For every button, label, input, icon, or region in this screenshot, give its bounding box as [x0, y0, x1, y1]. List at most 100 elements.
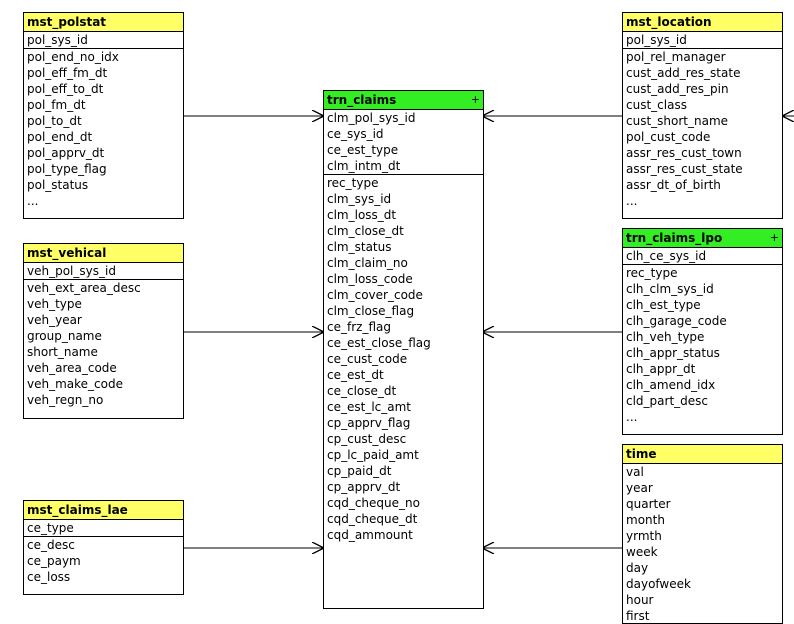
attribute: cqd_ammount [327, 528, 413, 542]
entity-trn-claims-lpo[interactable]: trn_claims_lpo + clh_ce_sys_id rec_type clh_… [622, 228, 783, 435]
entity-header[interactable]: mst_polstat [24, 13, 183, 32]
key-attribute: ce_type [27, 521, 74, 535]
attribute: veh_year [27, 313, 82, 327]
attribute: val [626, 465, 644, 479]
attribute: first [626, 609, 650, 623]
attribute: clh_veh_type [626, 330, 705, 344]
key-attribute: clh_ce_sys_id [626, 249, 707, 263]
expand-plus-icon[interactable]: + [470, 93, 480, 106]
entity-title: mst_vehical [27, 246, 107, 260]
entity-title: mst_location [626, 15, 712, 29]
attribute: pol_end_dt [27, 130, 93, 144]
attribute: ce_desc [27, 538, 75, 552]
attribute: ... [27, 194, 39, 208]
key-attribute: ce_est_type [327, 143, 399, 157]
attribute: pol_apprv_dt [27, 146, 105, 160]
attribute: cqd_cheque_dt [327, 512, 418, 526]
entity-header[interactable]: time [623, 445, 782, 464]
key-attribute: ce_sys_id [327, 127, 384, 141]
attribute: cp_cust_desc [327, 432, 407, 446]
attribute: clm_close_dt [327, 224, 404, 238]
attribute: clh_appr_dt [626, 362, 696, 376]
key-attribute: pol_sys_id [27, 33, 88, 47]
attribute: pol_fm_dt [27, 98, 86, 112]
expand-plus-icon[interactable]: + [769, 231, 779, 244]
attribute: clh_clm_sys_id [626, 282, 714, 296]
key-section: clh_ce_sys_id [623, 248, 782, 265]
attribute: cp_paid_dt [327, 464, 392, 478]
attribute: week [626, 545, 658, 559]
entity-header[interactable]: trn_claims_lpo + [623, 229, 782, 248]
attribute: day [626, 561, 649, 575]
attribute: cp_apprv_dt [327, 480, 401, 494]
attribute: pol_type_flag [27, 162, 107, 176]
attribute: ce_frz_flag [327, 320, 391, 334]
attribute: veh_type [27, 297, 82, 311]
attribute: veh_make_code [27, 377, 123, 391]
attribute: cp_apprv_flag [327, 416, 411, 430]
attribute: clm_close_flag [327, 304, 415, 318]
attribute: pol_cust_code [626, 130, 711, 144]
key-attribute: pol_sys_id [626, 33, 687, 47]
attribute: short_name [27, 345, 98, 359]
attribute: year [626, 481, 653, 495]
attribute: clh_amend_idx [626, 378, 716, 392]
attribute: veh_area_code [27, 361, 117, 375]
attribute: cp_lc_paid_amt [327, 448, 419, 462]
attribute: cust_add_res_state [626, 66, 741, 80]
key-attribute: clm_pol_sys_id [327, 111, 416, 125]
entity-title: trn_claims_lpo [626, 231, 723, 245]
attribute: clm_cover_code [327, 288, 423, 302]
attribute-section: rec_type clh_clm_sys_id clh_est_type clh_ga… [623, 265, 782, 425]
entity-title: trn_claims [327, 93, 397, 107]
attribute: ce_cust_code [327, 352, 408, 366]
attribute: ce_est_close_flag [327, 336, 431, 350]
entity-header[interactable]: trn_claims + [324, 91, 483, 110]
attribute: clh_appr_status [626, 346, 720, 360]
entity-header[interactable]: mst_location [623, 13, 782, 32]
entity-header[interactable]: mst_vehical [24, 244, 183, 263]
attribute: assr_res_cust_town [626, 146, 742, 160]
attribute: pol_eff_to_dt [27, 82, 104, 96]
attribute: ce_est_dt [327, 368, 384, 382]
attribute: ... [626, 194, 638, 208]
attribute: cust_class [626, 98, 687, 112]
attribute: cld_part_desc [626, 394, 709, 408]
attribute: pol_end_no_idx [27, 50, 119, 64]
attribute: cust_short_name [626, 114, 729, 128]
attribute: ce_paym [27, 554, 81, 568]
key-section: pol_sys_id [623, 32, 782, 49]
entity-title: mst_polstat [27, 15, 107, 29]
attribute: rec_type [327, 176, 379, 190]
attribute: veh_regn_no [27, 393, 104, 407]
entity-title: time [626, 447, 657, 461]
attribute: pol_rel_manager [626, 50, 726, 64]
key-attribute: veh_pol_sys_id [27, 264, 116, 278]
attribute: assr_dt_of_birth [626, 178, 721, 192]
attribute: clh_est_type [626, 298, 701, 312]
attribute: yrmth [626, 529, 662, 543]
attribute: clm_sys_id [327, 192, 392, 206]
entity-trn-claims[interactable]: trn_claims + clm_pol_sys_id ce_sys_id ce_est… [323, 90, 484, 609]
attribute: pol_eff_fm_dt [27, 66, 108, 80]
attribute: cust_add_res_pin [626, 82, 729, 96]
attribute-section: pol_end_no_idx pol_eff_fm_dt pol_eff_to_dt… [24, 49, 183, 209]
attribute: ce_close_dt [327, 384, 397, 398]
entity-header[interactable]: mst_claims_lae [24, 501, 183, 520]
attribute: assr_res_cust_state [626, 162, 743, 176]
attribute: clh_garage_code [626, 314, 727, 328]
attribute: ... [626, 410, 638, 424]
key-section: pol_sys_id [24, 32, 183, 49]
attribute-section: pol_rel_manager cust_add_res_state cust_ad… [623, 49, 782, 209]
attribute: rec_type [626, 266, 678, 280]
